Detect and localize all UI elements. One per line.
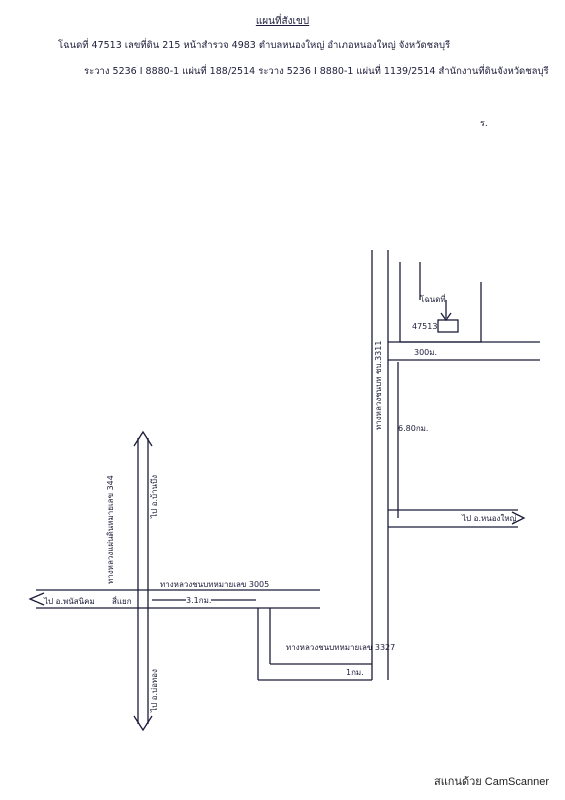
road-lower-label: ทางหลวงชนบทหมายเลข 3327 (286, 643, 396, 652)
parcel-pointer-arrow (440, 312, 452, 322)
road-right-label: ทางหลวงชนบท ชบ.3311 (374, 340, 383, 430)
margin-mark: ร. (480, 119, 488, 129)
road-horizontal-label: ทางหลวงชนบทหมายเลข 3005 (160, 580, 270, 589)
parcel-label: โฉนดที่ (420, 295, 446, 304)
distance-lower-label: 1กม. (346, 668, 364, 677)
junction-label: สี่แยก (112, 597, 132, 606)
arrow-right (511, 511, 526, 525)
header-line-2: ระวาง 5236 I 8880-1 แผ่นที่ 188/2514 ระว… (84, 66, 549, 77)
distance-horizontal-label: 3.1กม. (186, 594, 212, 607)
road-left-vertical-label: ทางหลวงแผ่นดินหมายเลข 344 (106, 475, 115, 584)
width-top-label: 300ม. (414, 348, 438, 357)
arrow-down (133, 715, 153, 732)
camscanner-watermark: สแกนด้วย CamScanner (433, 776, 549, 788)
direction-right-label: ไป อ.หนองใหญ่ (462, 514, 517, 523)
parcel-marker (437, 319, 459, 333)
direction-up-label: ไป อ.บ้านบึง (150, 474, 159, 518)
arrow-up (133, 430, 153, 447)
distance-vertical-label: 6.80กม. (398, 424, 429, 433)
direction-down-label: ไป อ.บ่อทอง (150, 669, 159, 712)
arrow-left (28, 592, 45, 606)
direction-left-label: ไป อ.พนัสนิคม (44, 597, 95, 606)
header-line-1: โฉนดที่ 47513 เลขที่ดิน 215 หน้าสำรวจ 49… (58, 40, 451, 51)
document-title: แผนที่สังเขป (255, 16, 310, 27)
parcel-number: 47513 (412, 322, 438, 331)
